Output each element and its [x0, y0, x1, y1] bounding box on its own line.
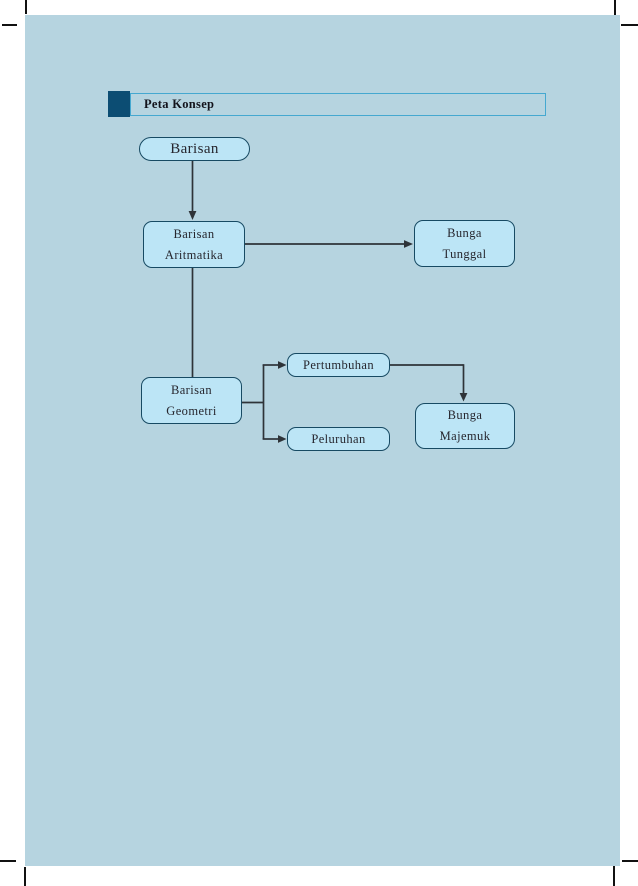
crop-mark-bottom-right-horizontal: [622, 860, 638, 862]
crop-mark-bottom-right-vertical: [613, 866, 615, 886]
node-barisan-aritmatika: Barisan Aritmatika: [143, 221, 245, 268]
node-pertumbuhan: Pertumbuhan: [287, 353, 390, 377]
crop-mark-top-right-vertical: [614, 0, 616, 15]
node-peluruhan-label: Peluruhan: [311, 431, 366, 446]
crop-mark-bottom-left-vertical: [24, 867, 26, 886]
node-peluruhan: Peluruhan: [287, 427, 390, 451]
header-bar: Peta Konsep: [130, 93, 546, 116]
node-pertumbuhan-label: Pertumbuhan: [302, 357, 375, 372]
crop-mark-bottom-left-horizontal: [0, 860, 16, 862]
crop-mark-top-right-horizontal: [621, 24, 638, 26]
node-barisan: Barisan: [139, 137, 250, 161]
node-bunga-tunggal-line1: Bunga: [447, 225, 482, 240]
node-barisan-geometri: Barisan Geometri: [141, 377, 242, 424]
node-barisan-aritmatika-line2: Aritmatika: [164, 247, 224, 262]
node-barisan-label: Barisan: [170, 140, 219, 157]
header-title: Peta Konsep: [144, 97, 215, 111]
node-bunga-majemuk-line2: Majemuk: [439, 429, 491, 443]
node-barisan-geometri-line2: Geometri: [166, 403, 217, 418]
node-barisan-geometri-line1: Barisan: [171, 382, 212, 397]
crop-mark-top-left-horizontal: [2, 24, 17, 26]
node-bunga-tunggal: Bunga Tunggal: [414, 220, 515, 267]
header-accent-square: [108, 91, 130, 117]
node-bunga-majemuk-line1: Bunga: [447, 408, 483, 422]
crop-mark-top-left-vertical: [25, 0, 27, 14]
node-barisan-aritmatika-line1: Barisan: [173, 226, 215, 241]
node-bunga-majemuk: Bunga Majemuk: [415, 403, 515, 449]
node-bunga-tunggal-line2: Tunggal: [442, 246, 487, 261]
